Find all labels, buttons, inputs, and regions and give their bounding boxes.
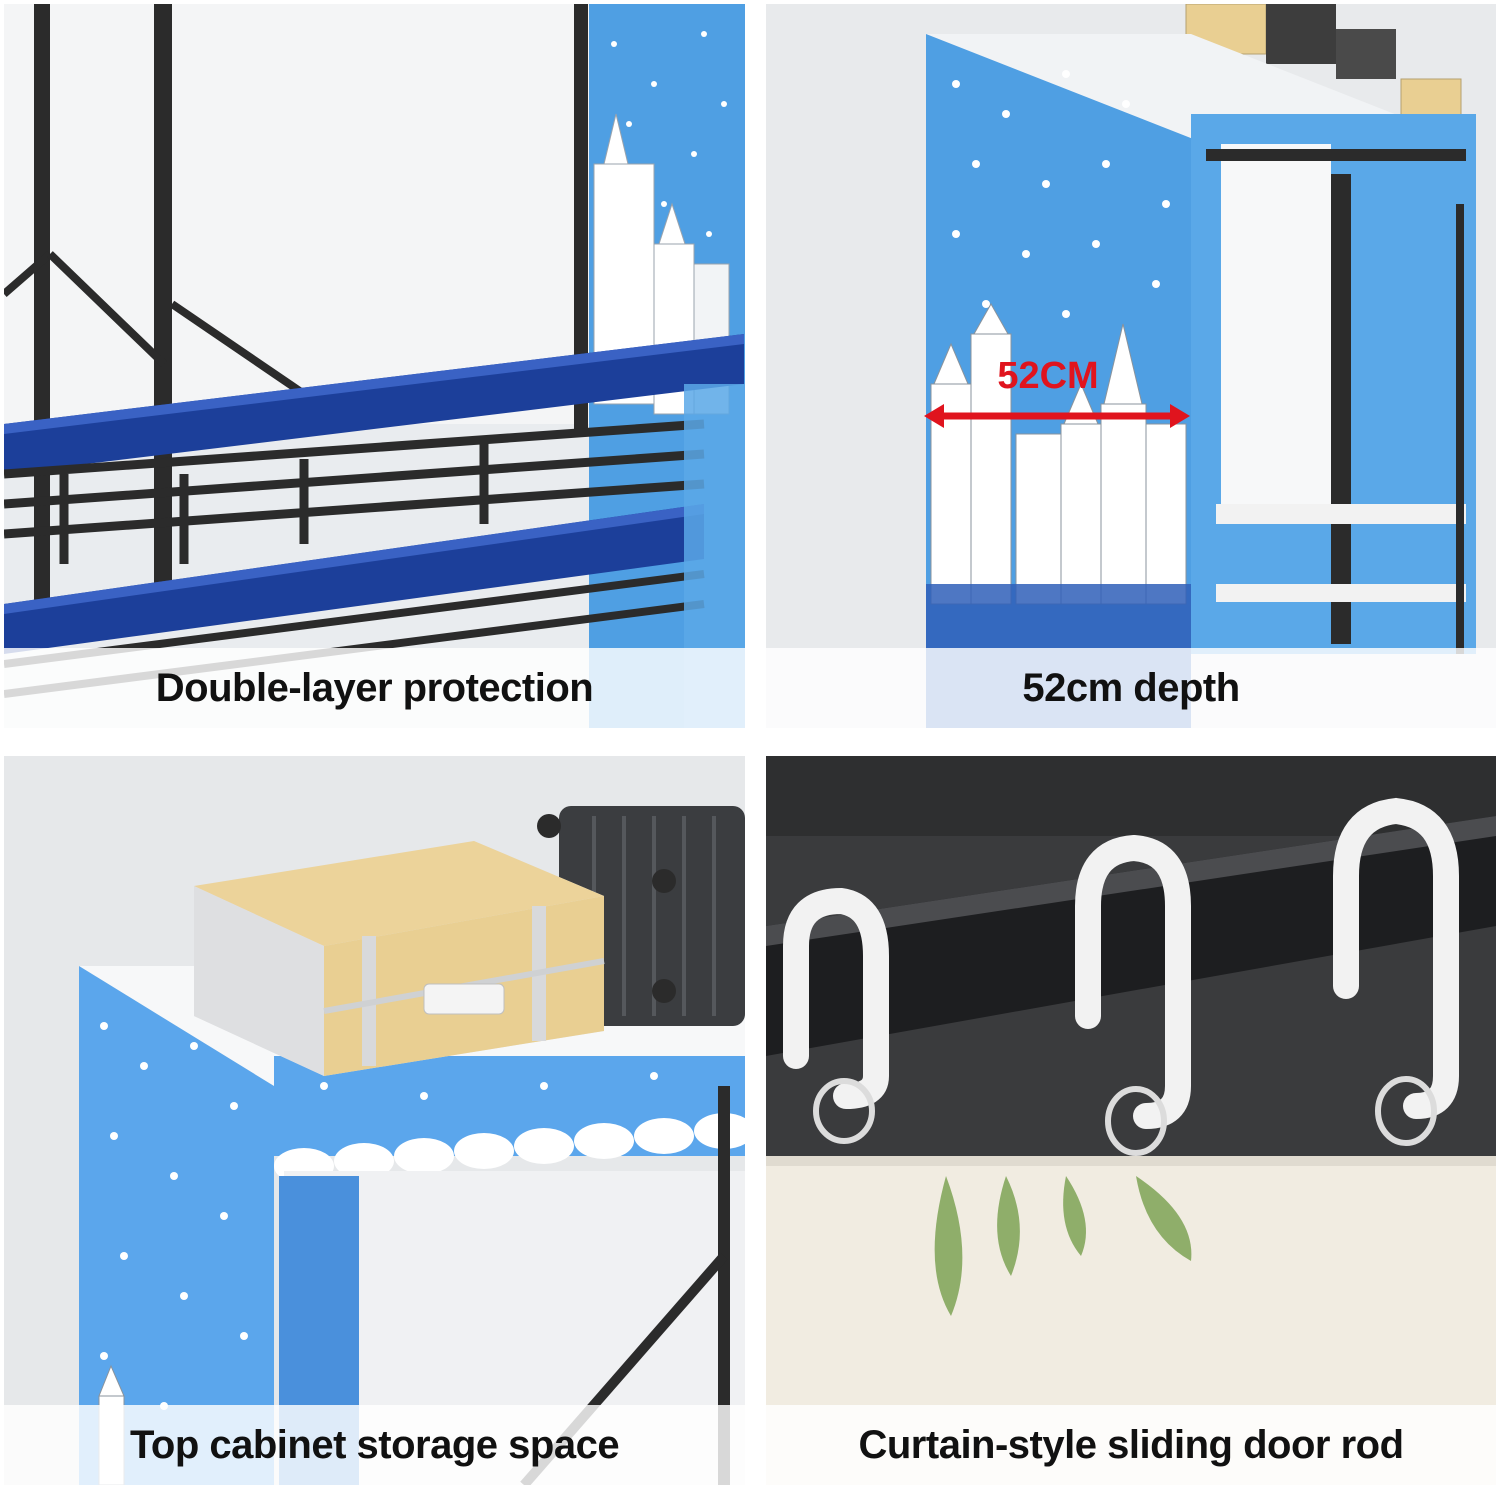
dark-suitcase	[537, 806, 745, 1026]
curtain-ring-icon	[813, 1076, 1437, 1156]
panel-caption: Curtain-style sliding door rod	[858, 1422, 1404, 1467]
sliding-rod-photo	[766, 756, 1496, 1485]
panel-caption: 52cm depth	[1022, 665, 1240, 710]
caption-band: 52cm depth	[766, 648, 1496, 728]
depth-arrow	[924, 404, 1190, 428]
caption-band: Double-layer protection	[4, 648, 745, 728]
panel-52cm-depth: 52CM 52cm depth	[766, 4, 1496, 728]
depth-photo: 52CM	[766, 4, 1496, 728]
caption-band: Curtain-style sliding door rod	[766, 1405, 1496, 1485]
panel-double-layer-protection: Double-layer protection	[4, 4, 745, 728]
panel-caption: Top cabinet storage space	[129, 1422, 620, 1467]
caption-band: Top cabinet storage space	[4, 1405, 745, 1485]
leaf-pattern	[934, 1176, 1192, 1316]
tan-suitcase	[194, 841, 605, 1076]
panel-curtain-sliding-rod: Curtain-style sliding door rod	[766, 756, 1496, 1485]
panel-top-cabinet-storage: Top cabinet storage space	[4, 756, 745, 1485]
curtain-ring-icon	[783, 797, 1459, 1129]
depth-measurement-label: 52CM	[997, 355, 1098, 397]
castle-print-icon	[930, 302, 1187, 605]
top-cabinet-photo	[4, 756, 745, 1485]
panel-caption: Double-layer protection	[155, 665, 594, 710]
double-layer-photo	[4, 4, 745, 728]
